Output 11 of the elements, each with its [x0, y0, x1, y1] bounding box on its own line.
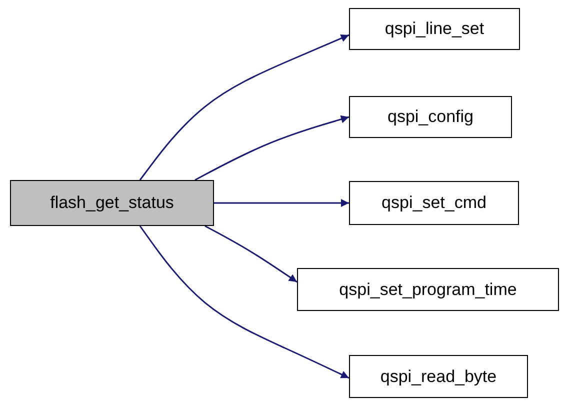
function-box: qspi_set_cmd [349, 181, 519, 225]
arrow [139, 226, 350, 379]
arrow [214, 199, 349, 207]
arrow [204, 225, 298, 283]
function-box: qspi_set_program_time [297, 268, 559, 311]
function-box: qspi_read_byte [349, 355, 528, 398]
function-box-highlighted: flash_get_status [10, 180, 214, 226]
function-box: qspi_config [349, 96, 512, 138]
arrow [194, 115, 350, 181]
function-box: qspi_line_set [349, 8, 520, 50]
arrow [139, 34, 350, 180]
